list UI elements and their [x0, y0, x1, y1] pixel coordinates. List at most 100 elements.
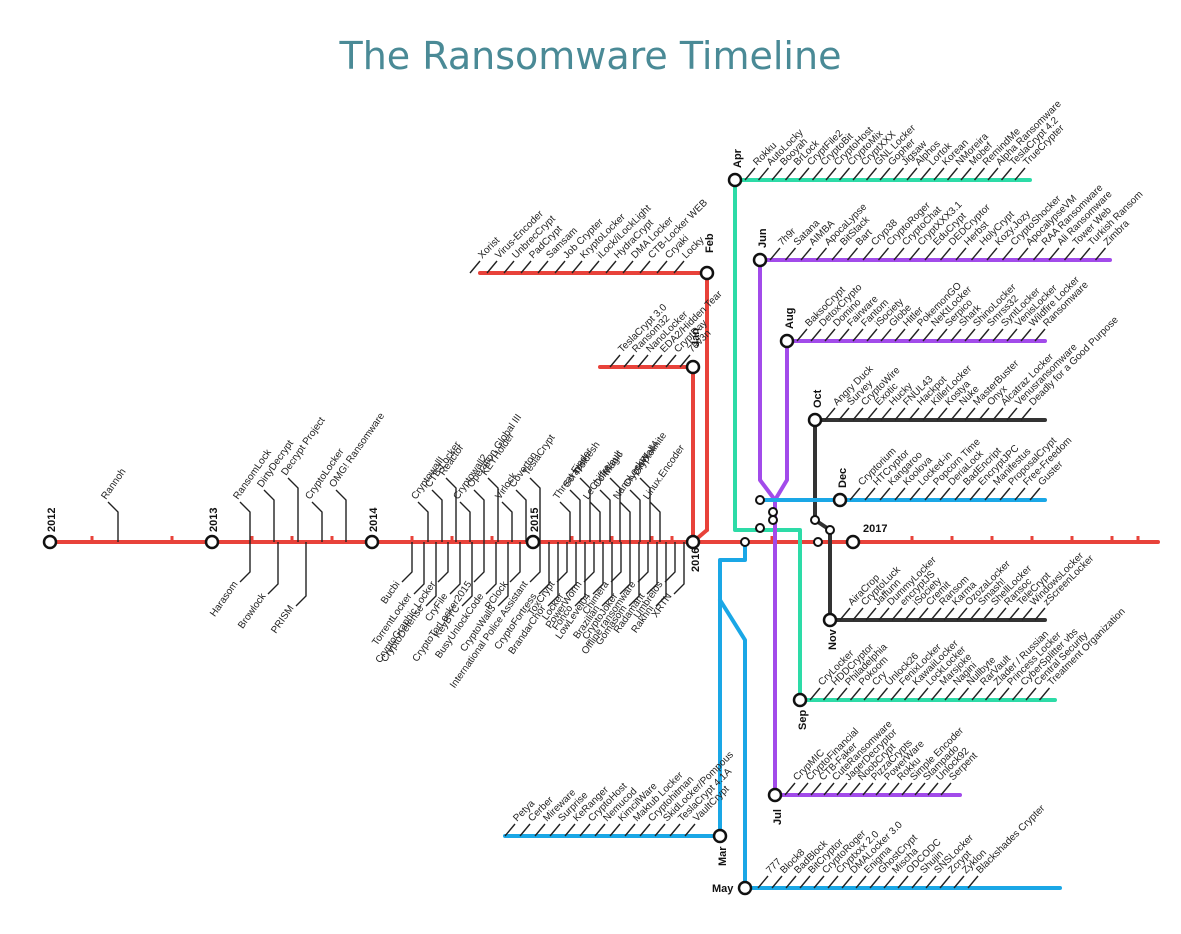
hatch-leader [978, 328, 990, 342]
month-station-aug [779, 333, 795, 349]
month-item: Blackshades Crypter [974, 803, 1047, 876]
label-leader [501, 501, 513, 542]
hatch-leader [1021, 607, 1033, 621]
hatch-leader [964, 407, 976, 421]
label-text: Harasom [208, 579, 240, 619]
hatch-leader [841, 875, 853, 889]
hatch-leader [969, 607, 981, 621]
hatch-leader [891, 607, 903, 621]
hatch-leader [956, 607, 968, 621]
hatch-leader [893, 247, 905, 261]
hatch-leader [930, 687, 943, 701]
year-station-2015 [525, 534, 541, 550]
hatch-leader [876, 687, 889, 701]
label-leader [335, 489, 347, 542]
hatch-leader [744, 167, 756, 181]
label-leader [425, 542, 437, 607]
hatch-leader [877, 247, 890, 261]
interchange-node [768, 507, 778, 517]
branch-apr [733, 178, 1032, 532]
label-leader [639, 477, 651, 542]
hatch-leader [982, 607, 994, 621]
label-leader [619, 542, 631, 595]
hatch-leader [624, 823, 636, 837]
label-leader [401, 542, 413, 583]
hatch-leader [849, 487, 861, 501]
interchange-node [813, 537, 823, 547]
hatch-leader [519, 823, 531, 837]
year-label-2014: 2014 [368, 507, 380, 532]
hatch-leader [903, 687, 916, 701]
hatch-leader [1094, 247, 1107, 261]
hatch-leader [865, 607, 877, 621]
hatch-leader [1063, 247, 1076, 261]
hatch-leader [971, 687, 983, 701]
hatch-leader [890, 687, 902, 701]
hatch-leader [944, 687, 956, 701]
hatch-leader [771, 167, 783, 181]
hatch-leader [954, 487, 966, 501]
hatch-leader [936, 407, 948, 421]
hatch-leader [504, 823, 516, 837]
hatch-leader [866, 407, 878, 421]
hatch-leader [924, 487, 936, 501]
label-leader [509, 542, 521, 583]
hatch-leader [809, 687, 821, 701]
hatch-leader [549, 823, 561, 837]
label-leader [529, 477, 541, 542]
hatch-leader [1029, 487, 1041, 501]
hatch-leader [1011, 687, 1024, 701]
hatch-leader [771, 875, 783, 889]
hatch-leader [769, 247, 781, 261]
hatch-leader [1006, 407, 1018, 421]
hatch-leader [1034, 607, 1046, 621]
month-label-jun: Jun [757, 228, 769, 248]
hatch-leader [909, 487, 921, 501]
hatch-leader [919, 167, 932, 181]
label-leader [559, 501, 571, 542]
label-leader [239, 501, 251, 542]
branch-may [718, 598, 1062, 890]
month-station-sep [792, 692, 808, 708]
label-leader [515, 489, 527, 542]
hatch-leader [922, 328, 934, 342]
hatch-leader [1008, 607, 1020, 621]
hatch-leader [838, 407, 850, 421]
hatch-leader [831, 247, 843, 261]
hatch-leader [906, 167, 918, 181]
hatch-leader [969, 487, 981, 501]
hatch-leader [992, 407, 1004, 421]
hatch-leader [639, 823, 651, 837]
hatch-leader [1020, 407, 1032, 421]
hatch-leader [1034, 328, 1046, 342]
hatch-leader [594, 823, 606, 837]
label-leader [431, 489, 443, 542]
page-title: The Ransomware Timeline [339, 34, 842, 78]
month-station-jan [685, 359, 701, 375]
hatch-leader [639, 260, 651, 274]
hatch-leader [784, 247, 797, 261]
branch-sep [758, 528, 1057, 702]
label-leader [547, 542, 559, 607]
hatch-leader [957, 687, 970, 701]
hatch-leader [864, 487, 876, 501]
month-station-may [737, 880, 753, 896]
year-station-2012 [42, 534, 58, 550]
hatch-leader [637, 354, 649, 368]
hatch-leader [939, 487, 951, 501]
hatch-leader [970, 247, 983, 261]
hatch-leader [813, 875, 825, 889]
hatch-leader [757, 875, 769, 889]
month-label-aug: Aug [784, 308, 796, 329]
label-leader [664, 542, 676, 583]
hatch-leader [930, 607, 942, 621]
label-leader [485, 542, 497, 595]
hatch-leader [1001, 247, 1014, 261]
hatch-leader [862, 247, 874, 261]
hatch-leader [838, 167, 851, 181]
month-label-apr: Apr [732, 148, 744, 168]
hatch-leader [880, 328, 892, 342]
hatch-leader [939, 875, 951, 889]
label-leader [599, 489, 611, 542]
